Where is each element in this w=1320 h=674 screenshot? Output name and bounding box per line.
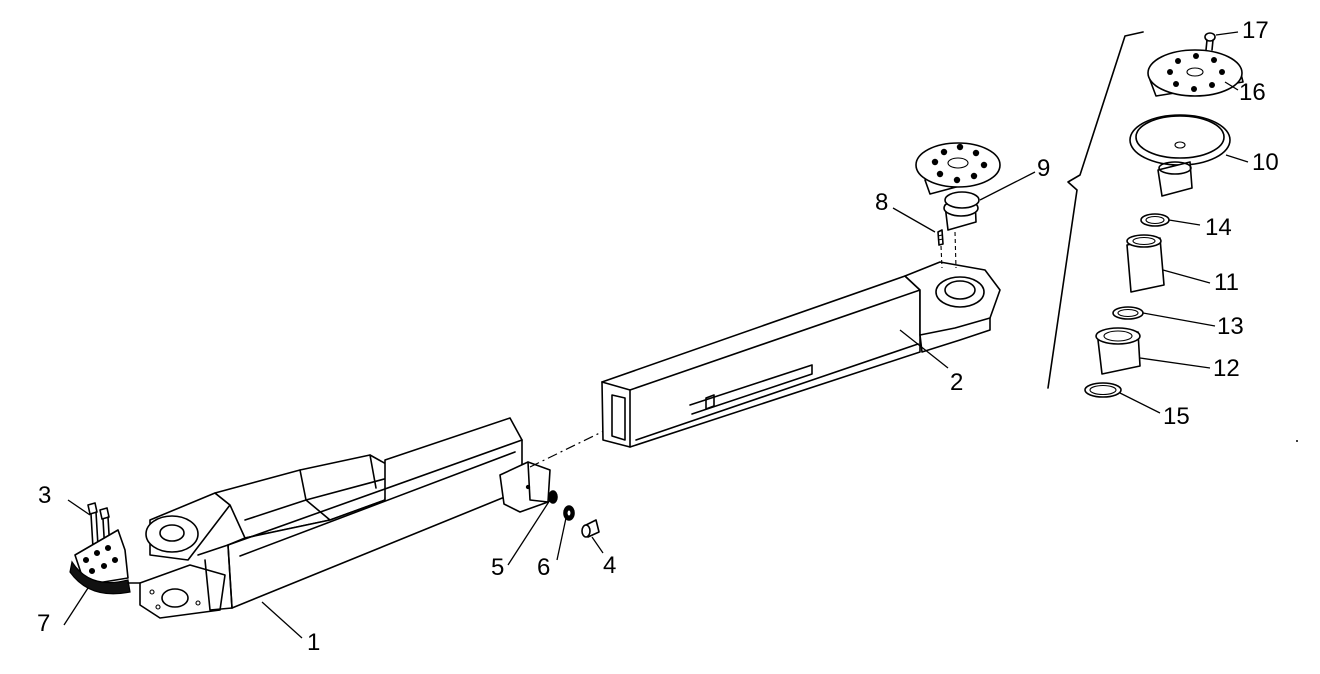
callout-6: 6 xyxy=(537,554,550,581)
callout-13: 13 xyxy=(1217,313,1244,340)
callout-10: 10 xyxy=(1252,149,1279,176)
callout-12: 12 xyxy=(1213,355,1240,382)
callout-15: 15 xyxy=(1163,403,1190,430)
callout-14: 14 xyxy=(1205,214,1232,241)
part-7-gear-segment xyxy=(69,529,141,595)
callout-9: 9 xyxy=(1037,155,1050,182)
part-8-set-screw xyxy=(937,229,944,269)
part-5-nut xyxy=(548,490,558,504)
callout-16: 16 xyxy=(1239,79,1266,106)
callout-labels: 1 2 3 4 5 6 7 8 9 10 11 12 13 14 15 16 1… xyxy=(37,17,1279,656)
part-16-rubber-pad xyxy=(1147,49,1244,97)
part-1-inner-arm xyxy=(139,417,551,619)
assembly-axis-line xyxy=(529,427,611,468)
subassembly-brace xyxy=(1047,31,1144,389)
part-9-lift-pad-assembly xyxy=(915,142,1001,269)
callout-4: 4 xyxy=(603,552,616,579)
callout-2: 2 xyxy=(950,369,963,396)
callout-1: 1 xyxy=(307,629,320,656)
part-15-ring xyxy=(1084,382,1122,398)
part-11-sleeve xyxy=(1126,234,1165,293)
part-10-pad-holder xyxy=(1129,114,1231,197)
part-17-screw xyxy=(1204,32,1216,51)
stray-mark xyxy=(1296,440,1298,442)
callout-3: 3 xyxy=(38,482,51,509)
callout-17: 17 xyxy=(1242,17,1269,44)
callout-8: 8 xyxy=(875,189,888,216)
part-6-washer xyxy=(563,505,575,521)
callout-11: 11 xyxy=(1214,269,1239,296)
part-14-snap-ring xyxy=(1140,213,1170,227)
callout-5: 5 xyxy=(491,554,504,581)
part-2-outer-arm xyxy=(601,261,1001,448)
callout-7: 7 xyxy=(37,610,50,637)
part-4-bolt xyxy=(581,519,600,538)
part-13-ring xyxy=(1112,306,1144,320)
part-12-bushing xyxy=(1095,327,1141,375)
leader-lines xyxy=(63,31,1249,639)
